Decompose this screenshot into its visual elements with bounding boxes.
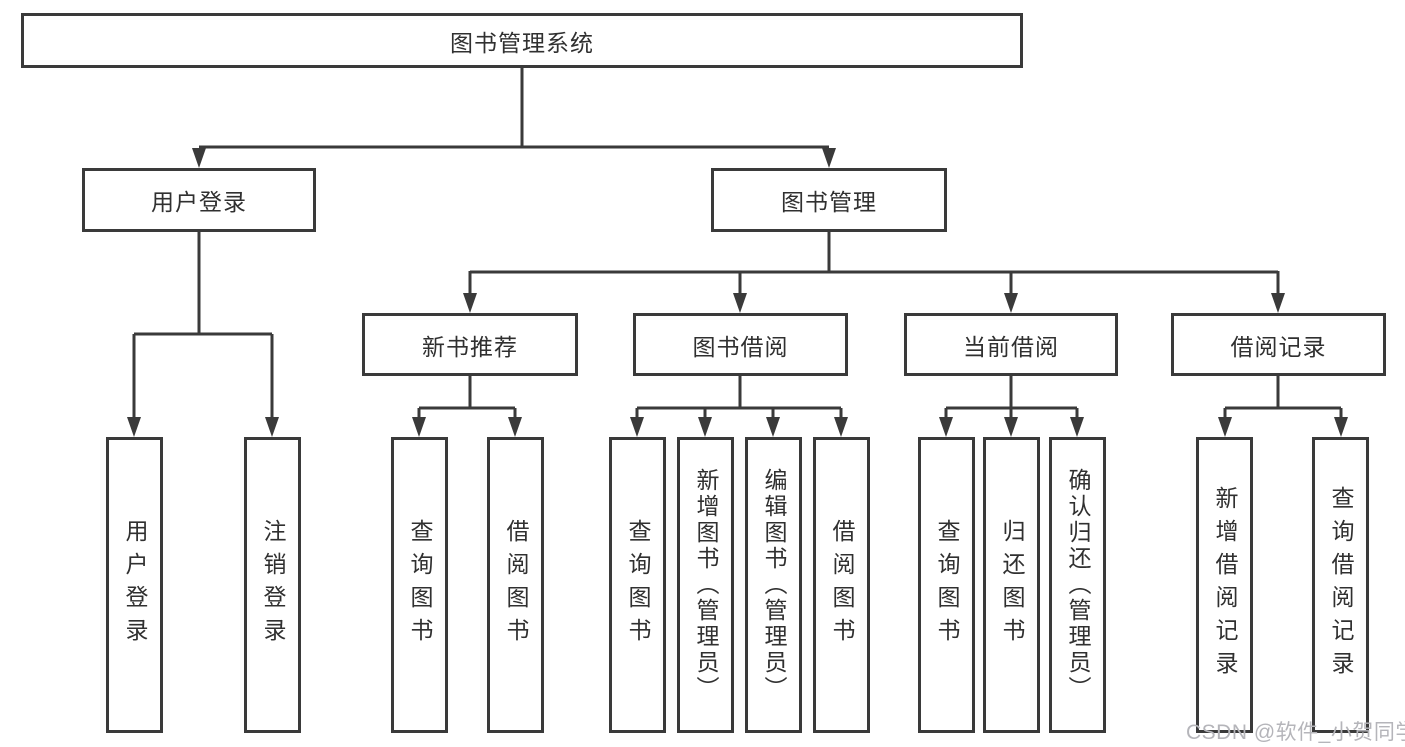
watermark: CSDN @软件_小贺同学: [1186, 721, 1405, 744]
node-user-login: 用户登录: [82, 168, 316, 232]
node-query-books-recommend: 查询图书: [391, 437, 448, 733]
node-current-borrowing: 当前借阅: [904, 313, 1118, 376]
node-library-management-system: 图书管理系统: [21, 13, 1023, 68]
node-borrow-books-borrowing: 借阅图书: [813, 437, 870, 733]
node-new-book-recommend: 新书推荐: [362, 313, 578, 376]
node-borrowing-records: 借阅记录: [1171, 313, 1386, 376]
node-user-login-leaf: 用户登录: [106, 437, 163, 733]
node-query-books-borrowing: 查询图书: [609, 437, 666, 733]
node-return-books: 归还图书: [983, 437, 1040, 733]
node-book-borrowing: 图书借阅: [633, 313, 848, 376]
node-edit-books-admin: 编辑图书（管理员）: [745, 437, 802, 733]
node-add-books-admin: 新增图书（管理员）: [677, 437, 734, 733]
node-logout-leaf: 注销登录: [244, 437, 301, 733]
node-add-borrow-record: 新增借阅记录: [1196, 437, 1253, 733]
node-book-management: 图书管理: [711, 168, 947, 232]
node-query-borrow-record: 查询借阅记录: [1312, 437, 1369, 733]
node-query-books-current: 查询图书: [918, 437, 975, 733]
node-borrow-books-recommend: 借阅图书: [487, 437, 544, 733]
node-confirm-return-admin: 确认归还（管理员）: [1049, 437, 1106, 733]
